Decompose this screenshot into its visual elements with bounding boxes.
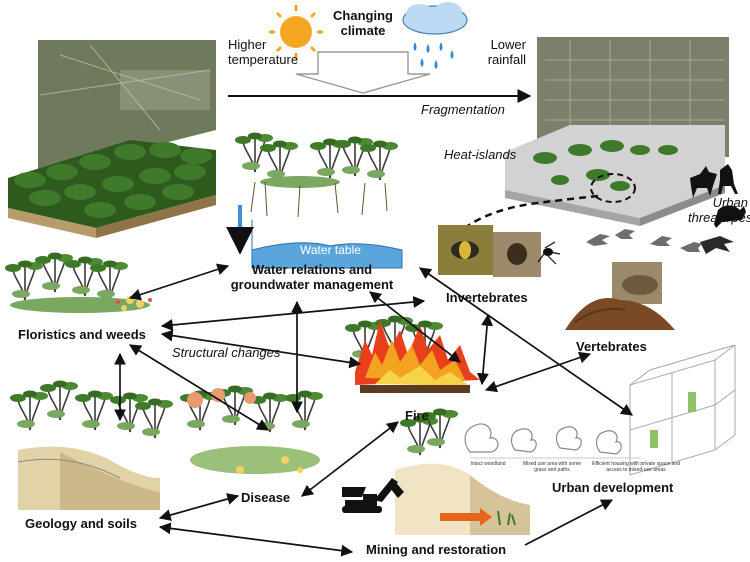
urban-development-label: Urban development [552, 480, 674, 495]
sun-icon [269, 5, 323, 59]
connection-arrows [114, 263, 633, 557]
geology-label: Geology and soils [25, 516, 137, 531]
lower-rainfall-label: Lower rainfall [487, 37, 526, 67]
left-satellite-block [8, 40, 216, 238]
right-satellite-block [454, 37, 729, 237]
excavator-icon [342, 478, 404, 513]
geology-illustration [9, 379, 174, 510]
vertebrates-label: Vertebrates [576, 339, 647, 354]
vertebrates-illustration [565, 229, 734, 330]
arrow-floristics-disease [128, 344, 270, 431]
water-table-label: Water table [300, 243, 361, 257]
arrow-mining-urban [524, 499, 614, 546]
water-relations-label: Water relations and groundwater manageme… [230, 262, 394, 292]
urban-caption-intact: Intact woodland [470, 461, 506, 467]
higher-temperature-label: Higher temperature [228, 37, 299, 67]
changing-climate-label: Changing climate [333, 8, 393, 38]
urban-caption-mixed: Mixed use area with some grass and paths [522, 461, 582, 473]
invertebrates-photos [438, 225, 561, 277]
arrow-invertebrates-fire [477, 313, 493, 386]
disease-illustration [179, 384, 324, 474]
fragmentation-label: Fragmentation [421, 102, 505, 117]
arrow-floristics-water [128, 263, 230, 301]
disease-label: Disease [241, 490, 291, 505]
climate-arrow [295, 51, 431, 94]
urban-caption-housing: Efficient housing with private space and… [592, 461, 680, 473]
rain-cloud-icon [402, 2, 468, 69]
urban-development-illustration [464, 344, 736, 476]
urban-pests-silhouettes [690, 164, 746, 228]
mining-label: Mining and restoration [366, 542, 507, 557]
structural-changes-label: Structural changes [172, 345, 281, 360]
invertebrates-label: Invertebrates [446, 290, 528, 305]
arrow-geology-mining [158, 522, 354, 557]
heat-islands-label: Heat-islands [444, 147, 517, 162]
arrow-geology-disease [158, 493, 240, 521]
arrow-water-urban [419, 267, 633, 416]
floristics-illustration [4, 251, 152, 313]
mining-illustration [342, 407, 530, 535]
arrow-fire-disease [301, 421, 399, 497]
arrow-fire-vertebrates [484, 351, 592, 393]
fire-label: Fire [405, 408, 429, 423]
fire-illustration [344, 314, 480, 393]
water-vegetation-illustration [234, 131, 403, 269]
floristics-label: Floristics and weeds [18, 327, 146, 342]
urban-threats-label: Urban threats/pests [688, 195, 750, 225]
